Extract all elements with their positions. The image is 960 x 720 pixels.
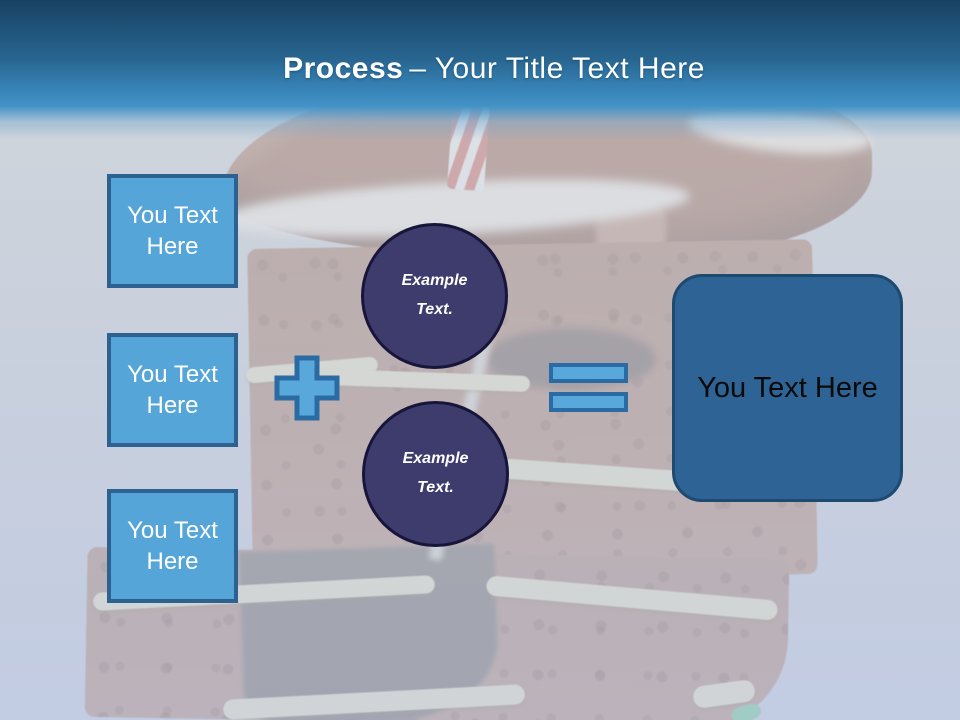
input-box-3-label: You Text Here	[127, 516, 218, 575]
plus-symbol[interactable]	[274, 355, 340, 421]
input-box-2-label: You Text Here	[127, 360, 218, 419]
slide-title-keyword: Process	[283, 52, 404, 85]
equals-symbol[interactable]	[549, 363, 628, 412]
input-box-1[interactable]: You Text Here	[107, 174, 238, 288]
example-circle-2[interactable]: Example Text.	[362, 401, 509, 547]
input-box-3[interactable]: You Text Here	[107, 489, 238, 603]
slide-title-subtitle: – Your Title Text Here	[409, 52, 705, 85]
plus-icon	[274, 355, 340, 421]
equals-bar-bottom	[549, 392, 628, 412]
input-box-2[interactable]: You Text Here	[107, 333, 238, 447]
result-box-label: You Text Here	[697, 371, 878, 404]
input-box-1-label: You Text Here	[127, 201, 218, 260]
example-circle-1[interactable]: Example Text.	[361, 223, 508, 369]
result-box[interactable]: You Text Here	[672, 274, 903, 502]
title-bar-fade	[0, 106, 960, 140]
plus-shape	[274, 355, 340, 421]
example-circle-1-label: Example Text.	[401, 272, 468, 318]
title-bar	[0, 0, 960, 106]
slide-title[interactable]: Process– Your Title Text Here	[14, 52, 960, 86]
example-circle-2-label: Example Text.	[402, 450, 469, 496]
equals-bar-top	[549, 363, 628, 383]
